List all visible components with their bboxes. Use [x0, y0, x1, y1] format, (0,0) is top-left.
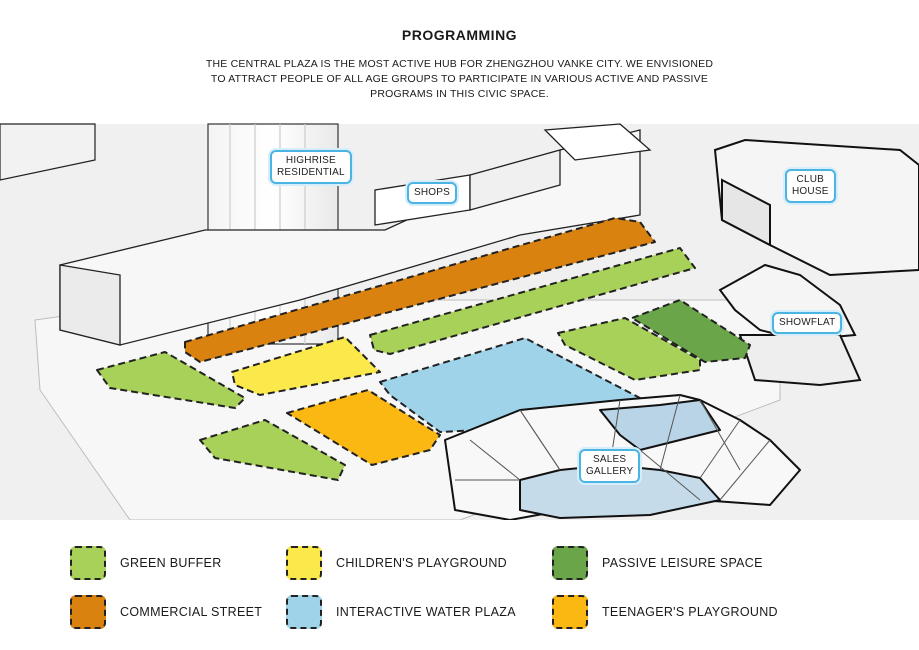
- zone-green-buffer-east: [557, 317, 701, 381]
- legend-label-commercial-street: COMMERCIAL STREET: [120, 605, 263, 619]
- legend-swatch-interactive-water-plaza: [286, 595, 322, 629]
- clubhouse-building: [713, 138, 919, 277]
- left-building: [0, 123, 96, 181]
- legend-label-teenagers-playground: TEENAGER'S PLAYGROUND: [602, 605, 778, 619]
- legend-label-interactive-water-plaza: INTERACTIVE WATER PLAZA: [336, 605, 516, 619]
- page-description: THE CENTRAL PLAZA IS THE MOST ACTIVE HUB…: [205, 58, 714, 100]
- zone-green-buffer-southwest: [199, 419, 346, 481]
- legend-swatch-passive-leisure-space: [552, 546, 588, 580]
- zone-childrens-playground: [231, 336, 381, 396]
- zone-teenagers-playground: [286, 389, 441, 466]
- program-zones: [96, 217, 751, 481]
- legend-label-childrens-playground: CHILDREN'S PLAYGROUND: [336, 556, 507, 570]
- callout-shops: SHOPS: [407, 182, 458, 204]
- legend-swatch-green-buffer: [70, 546, 106, 580]
- zone-green-buffer-west: [96, 351, 246, 409]
- callout-highrise-residential: HIGHRISE RESIDENTIAL: [270, 150, 352, 184]
- legend-swatch-teenagers-playground: [552, 595, 588, 629]
- legend-label-green-buffer: GREEN BUFFER: [120, 556, 222, 570]
- zone-passive-leisure: [631, 299, 751, 363]
- legend-label-passive-leisure-space: PASSIVE LEISURE SPACE: [602, 556, 763, 570]
- callout-showflat: SHOWFLAT: [772, 312, 843, 334]
- legend-swatch-commercial-street: [70, 595, 106, 629]
- page-title: PROGRAMMING: [401, 27, 518, 43]
- zone-green-buffer-north: [369, 247, 696, 355]
- callout-sales-gallery: SALES GALLERY: [579, 449, 641, 483]
- zone-commercial-street: [184, 217, 656, 363]
- callout-club-house: CLUB HOUSE: [785, 169, 836, 203]
- legend-swatch-childrens-playground: [286, 546, 322, 580]
